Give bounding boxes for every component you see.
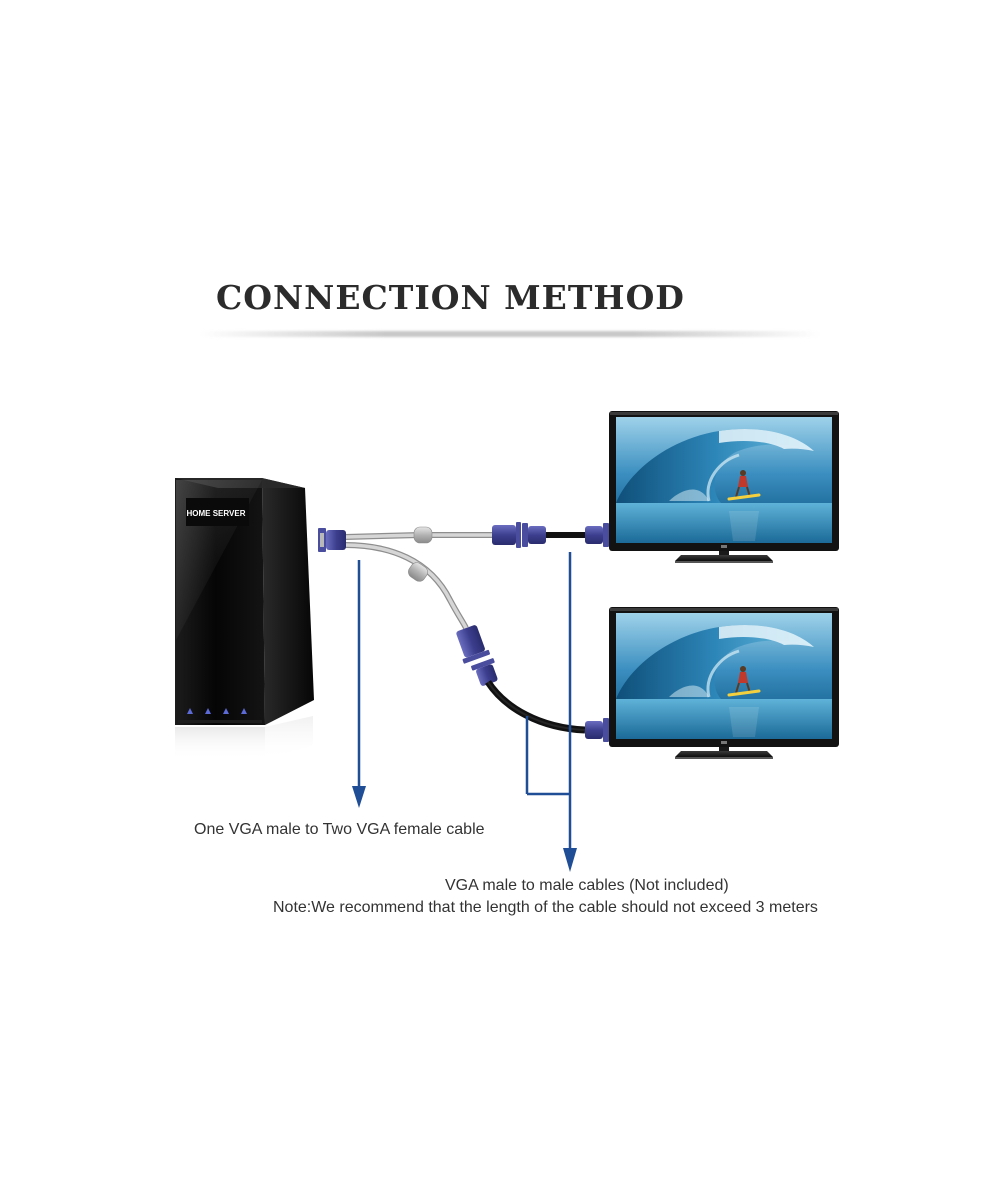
length-note: Note:We recommend that the length of the… (273, 899, 818, 916)
male-cable-bottom-connector-b (585, 718, 609, 742)
server-label: HOME SERVER (187, 509, 246, 518)
splitter-male-connector (318, 528, 346, 552)
cables-caption: VGA male to male cables (Not included) (445, 877, 729, 894)
server-tower: HOME SERVER (175, 478, 314, 760)
male-cable-top-connector-b (585, 523, 609, 547)
splitter-female-connector-bottom (456, 625, 491, 664)
splitter-callout-arrow (352, 560, 366, 808)
cables-callout-arrow (525, 552, 577, 872)
splitter-caption: One VGA male to Two VGA female cable (194, 821, 485, 838)
monitor-top (607, 409, 841, 565)
page-title: CONNECTION METHOD (216, 278, 685, 317)
title-underline (200, 331, 820, 337)
drive-bay-icons (187, 708, 247, 714)
male-cable-top-connector-a (522, 523, 546, 547)
monitor-bottom (607, 605, 841, 761)
male-cable-bottom-connector-a (471, 658, 498, 686)
vga-male-to-male-cables (471, 523, 609, 742)
splitter-female-connector-top (492, 522, 521, 548)
splitter-cable (318, 522, 521, 664)
